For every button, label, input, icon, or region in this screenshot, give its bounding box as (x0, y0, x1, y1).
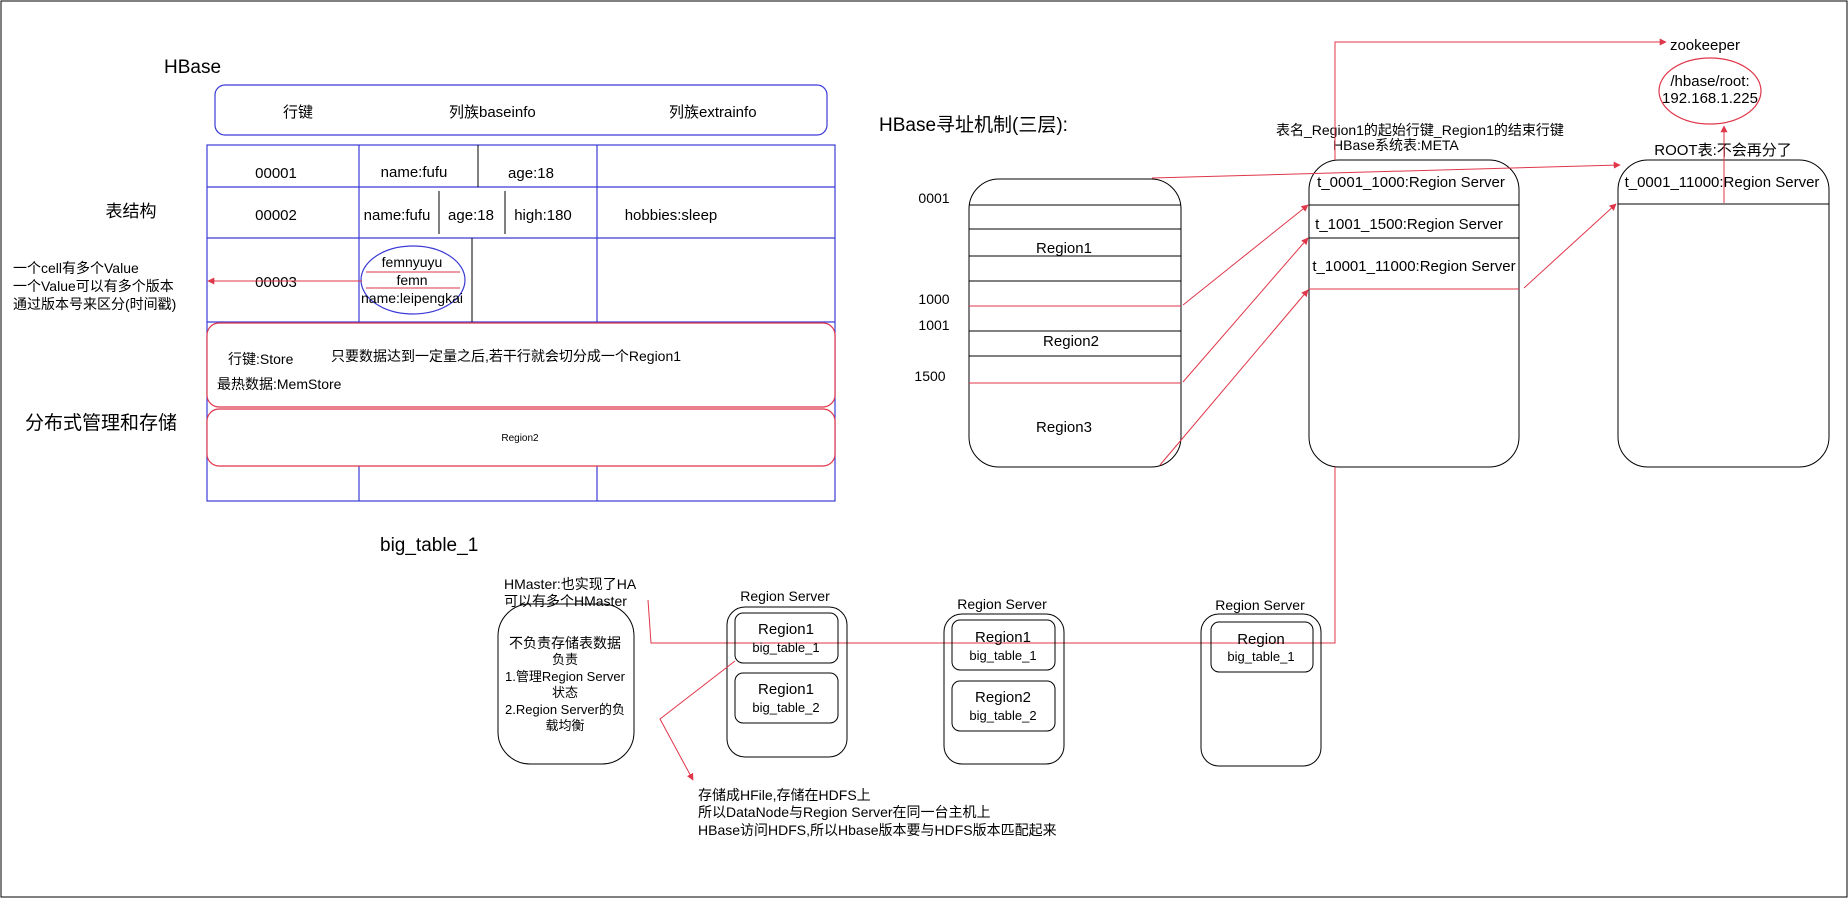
hfile-arrow (659, 660, 736, 781)
row2-key: 00002 (255, 207, 297, 224)
version-1: femnyuyu (382, 254, 443, 270)
row1-age: age:18 (508, 165, 554, 182)
region-server-2-title: Region Server (957, 596, 1047, 612)
hmaster-desc1: 不负责存储表数据 (509, 635, 621, 651)
rs2-region1-table: big_table_1 (969, 648, 1036, 663)
table-grid (206, 144, 836, 502)
cell-note-line3: 通过版本号来区分(时间戳) (13, 296, 176, 312)
hfile-note-line1: 存储成HFile,存储在HDFS上 (698, 787, 871, 803)
key-1500: 1500 (914, 368, 945, 384)
row1-name: name:fufu (381, 164, 448, 181)
rs2-region1-box (951, 619, 1056, 671)
hfile-note-line3: HBase访问HDFS,所以Hbase版本要与HDFS版本匹配起来 (698, 822, 1057, 838)
rs1-region1-box (734, 612, 839, 664)
zookeeper-ip: 192.168.1.225 (1662, 90, 1758, 107)
rs1-region2-table: big_table_2 (752, 700, 819, 715)
rs3-region-label: Region (1237, 631, 1285, 648)
region2-box (206, 408, 836, 467)
region2-label: Region2 (501, 433, 539, 444)
zookeeper-path: /hbase/root: (1670, 73, 1749, 90)
rs3-region-table: big_table_1 (1227, 649, 1294, 664)
hmaster-desc4: 状态 (552, 685, 578, 700)
root-title: ROOT表:不会再分了 (1654, 142, 1792, 159)
rs1-region1-table: big_table_1 (752, 640, 819, 655)
table-structure-label: 表结构 (106, 202, 157, 221)
hmaster-desc3: 1.管理Region Server (505, 669, 626, 684)
hmaster-note-line2: 可以有多个HMaster (504, 593, 627, 609)
region-server-3-box (1200, 613, 1322, 767)
region1-store: 行键:Store (228, 351, 294, 367)
row2-age: age:18 (448, 207, 494, 224)
rs2-region2-box (951, 680, 1056, 732)
rs1-region1-label: Region1 (758, 621, 814, 638)
cell-dividers (438, 145, 506, 322)
rs3-region-box (1210, 621, 1314, 673)
zookeeper-ellipse (1658, 57, 1762, 125)
region1-split-note: 只要数据达到一定量之后,若干行就会切分成一个Region1 (331, 348, 681, 364)
zookeeper-label: zookeeper (1670, 37, 1740, 54)
cell-note-line1: 一个cell有多个Value (13, 260, 139, 276)
rs2-region2-label: Region2 (975, 689, 1031, 706)
region-server-2-box (943, 613, 1065, 765)
column-header-box (214, 84, 828, 136)
hmaster-desc5: 2.Region Server的负 (505, 702, 625, 717)
header-rowkey: 行键 (283, 104, 313, 121)
hmaster-note-line1: HMaster:也实现了HA (504, 576, 637, 592)
header-baseinfo: 列族baseinfo (449, 104, 536, 121)
rs1-region2-box (734, 672, 839, 724)
addressing-arrows (647, 38, 1728, 644)
row2-high: high:180 (514, 207, 572, 224)
meta-description: 表名_Region1的起始行键_Region1的结束行键 (1276, 122, 1564, 138)
row2-hobbies: hobbies:sleep (625, 207, 718, 224)
hbase-title: HBase (164, 57, 221, 78)
region-server-3-title: Region Server (1215, 597, 1305, 613)
meta-row3: t_10001_11000:Region Server (1312, 258, 1515, 275)
user-table-region2: Region2 (1043, 333, 1099, 350)
header-extrainfo: 列族extrainfo (669, 104, 757, 121)
key-0001: 0001 (918, 190, 949, 206)
user-table-region1: Region1 (1036, 240, 1092, 257)
key-1000: 1000 (918, 291, 949, 307)
user-table-region3: Region3 (1036, 419, 1092, 436)
meta-title: HBase系统表:META (1333, 137, 1459, 153)
hmaster-box (497, 603, 635, 765)
row3-key: 00003 (255, 274, 297, 291)
version-3: name:leipengkai (361, 290, 463, 306)
cell-note-line2: 一个Value可以有多个版本 (13, 278, 174, 294)
hfile-note-line2: 所以DataNode与Region Server在同一台主机上 (698, 804, 991, 820)
rs1-region2-label: Region1 (758, 681, 814, 698)
region1-box (206, 322, 836, 408)
hmaster-desc2: 负责 (552, 652, 578, 667)
versions-ellipse (360, 245, 466, 315)
hmaster-desc6: 载均衡 (545, 718, 584, 733)
rs2-region1-label: Region1 (975, 629, 1031, 646)
big-table-label: big_table_1 (380, 535, 478, 556)
region1-memstore: 最热数据:MemStore (217, 376, 342, 392)
row2-name: name:fufu (364, 207, 431, 224)
region-server-1-title: Region Server (740, 588, 830, 604)
row1-key: 00001 (255, 165, 297, 182)
region-server-1-box (726, 606, 848, 758)
meta-table-box (1308, 159, 1520, 468)
version-2: femn (396, 272, 427, 288)
meta-row2: t_1001_1500:Region Server (1315, 216, 1503, 233)
rs2-region2-table: big_table_2 (969, 708, 1036, 723)
user-table-rows (969, 204, 1181, 357)
key-1001: 1001 (918, 317, 949, 333)
root-table-box (1617, 159, 1830, 468)
user-table-box (968, 178, 1182, 468)
meta-row1: t_0001_1000:Region Server (1317, 174, 1505, 191)
distributed-label: 分布式管理和存储 (25, 412, 177, 434)
root-row1: t_0001_11000:Region Server (1625, 174, 1820, 191)
addressing-title: HBase寻址机制(三层): (879, 114, 1068, 136)
